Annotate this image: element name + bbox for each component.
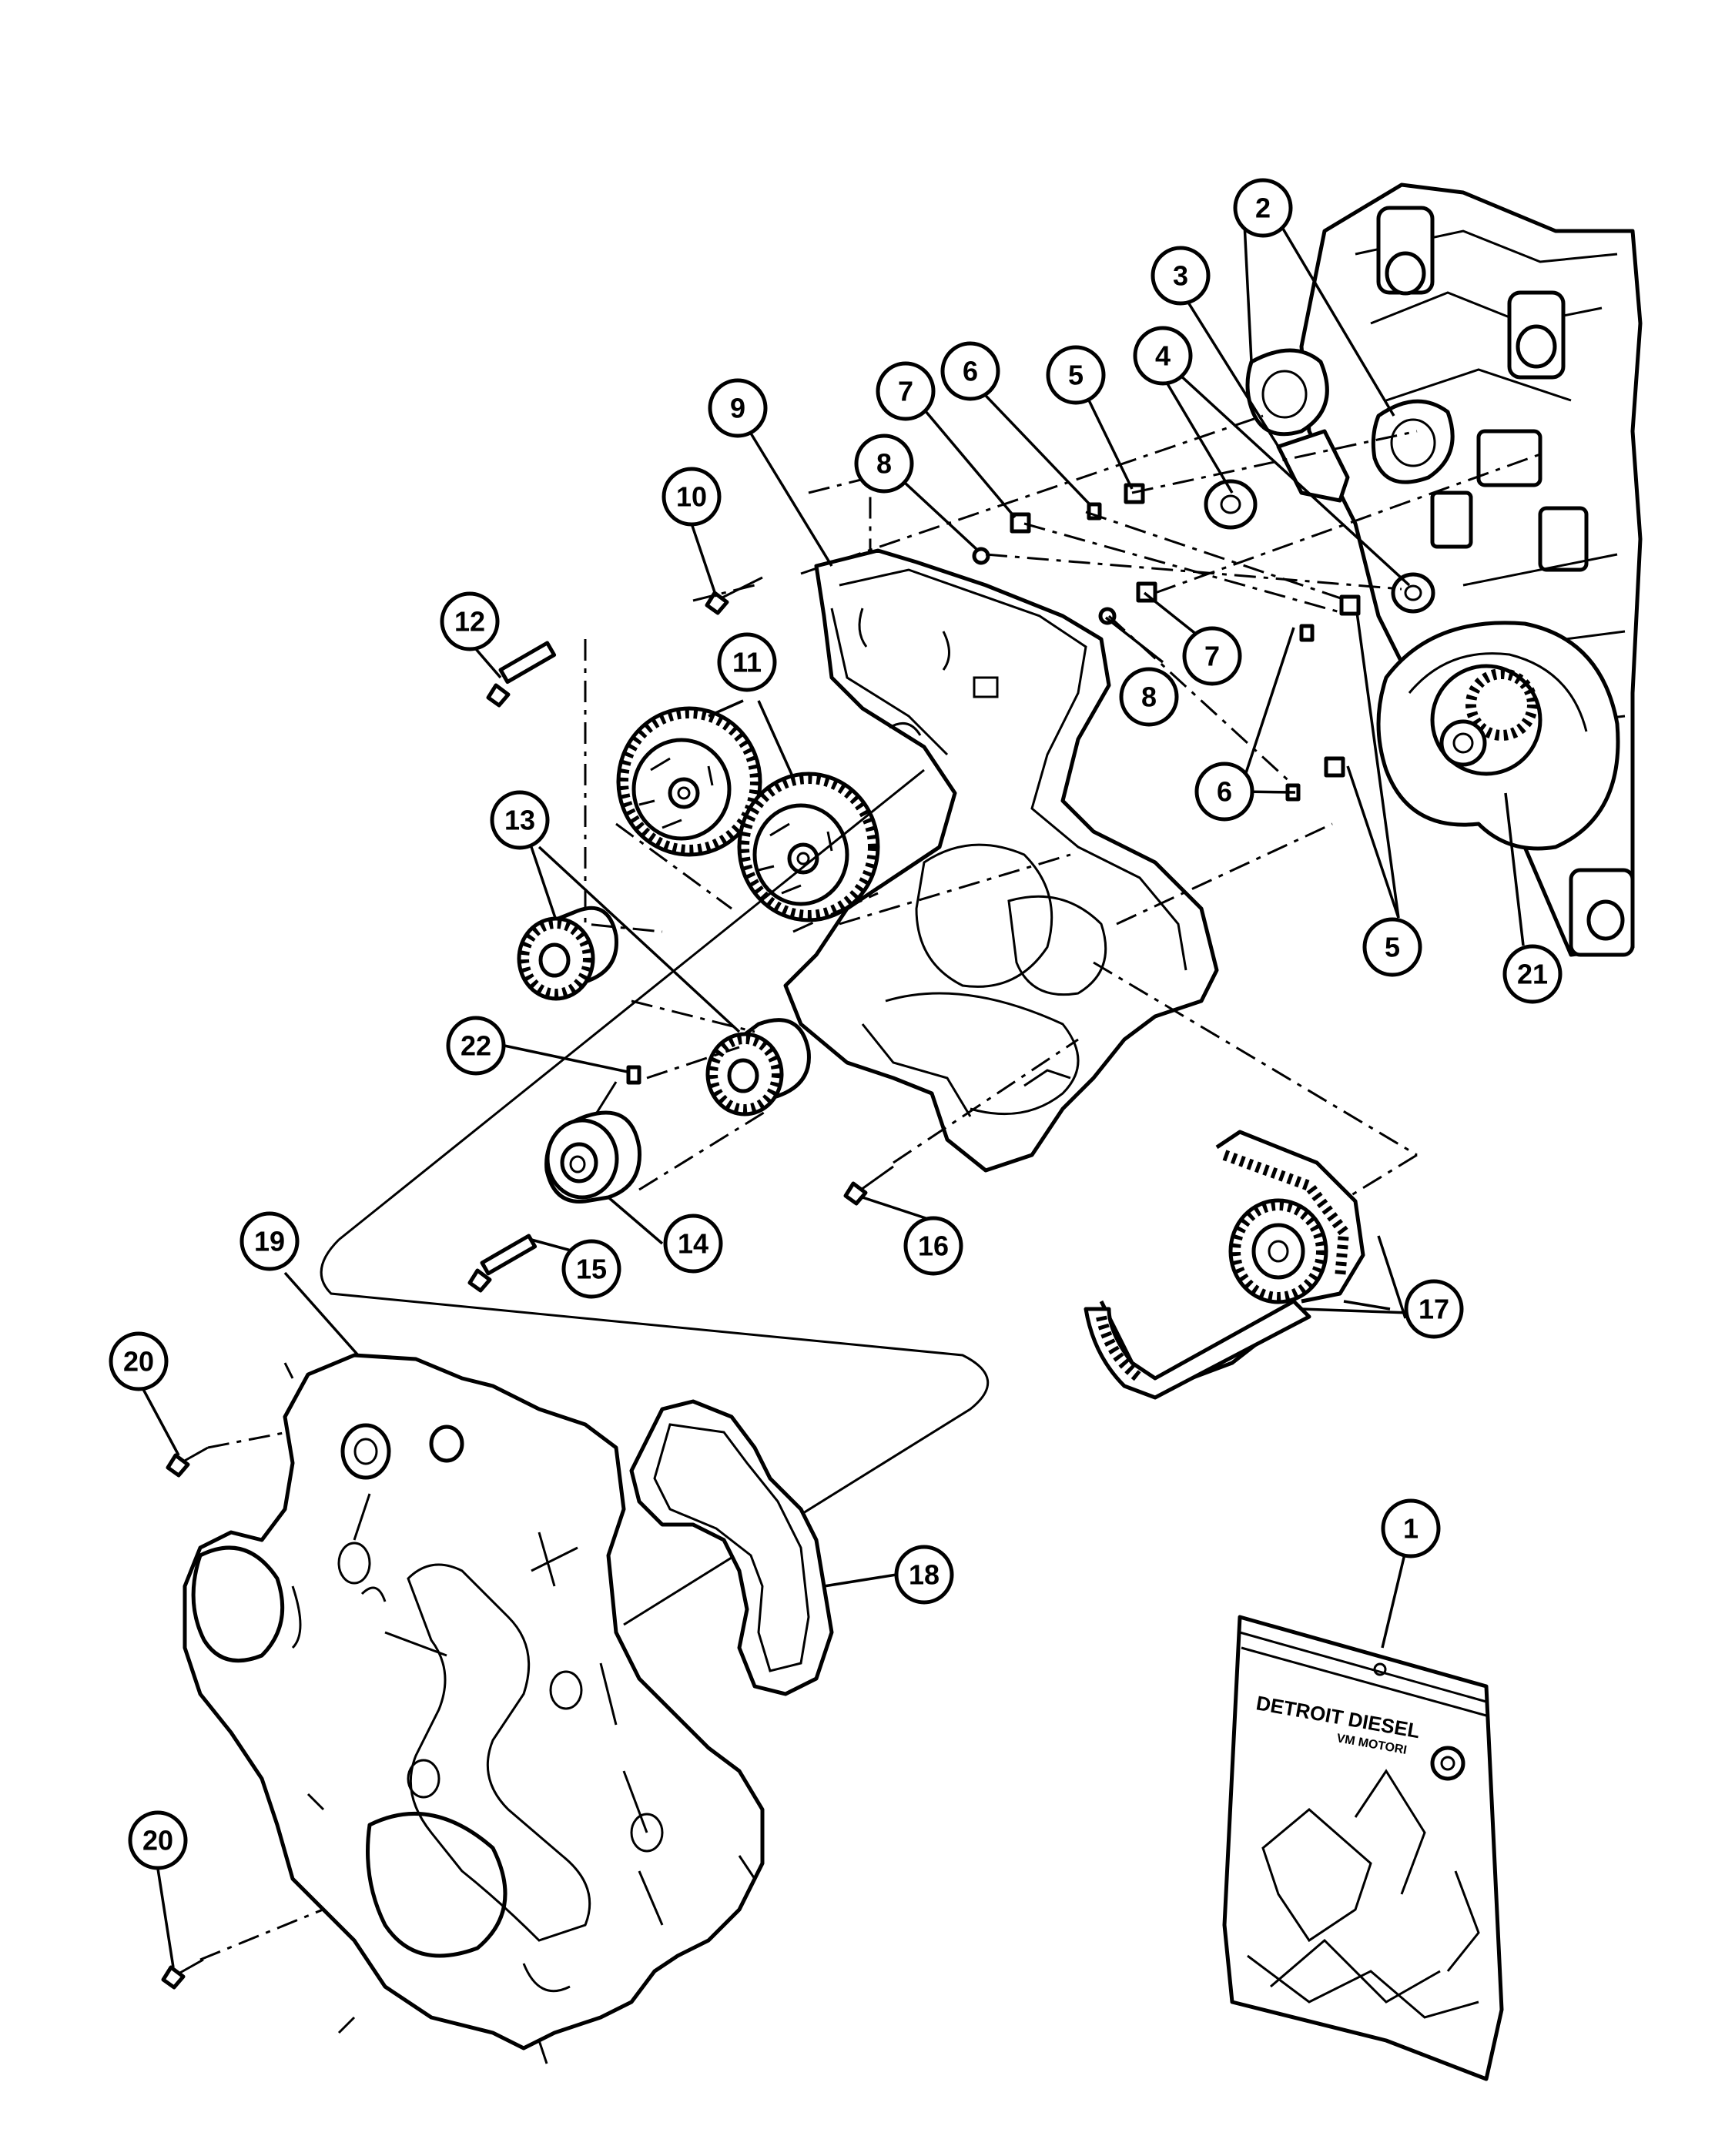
callout-18: 18 bbox=[894, 1545, 954, 1605]
callout-21: 21 bbox=[1502, 944, 1563, 1004]
callout-3: 3 bbox=[1151, 246, 1211, 306]
part-11-camshaft-sprockets bbox=[616, 706, 880, 922]
callout-19: 19 bbox=[239, 1211, 300, 1271]
callout-13: 13 bbox=[490, 790, 550, 850]
svg-text:6: 6 bbox=[1217, 776, 1232, 808]
svg-text:8: 8 bbox=[876, 448, 892, 480]
callout-7a: 7 bbox=[876, 361, 936, 421]
callout-4: 4 bbox=[1133, 326, 1193, 386]
svg-text:6: 6 bbox=[963, 356, 978, 387]
svg-text:11: 11 bbox=[732, 647, 762, 678]
part-3-plate bbox=[1276, 429, 1350, 503]
svg-text:12: 12 bbox=[454, 606, 485, 638]
callout-22: 22 bbox=[446, 1016, 506, 1076]
callout-15: 15 bbox=[561, 1239, 621, 1299]
callout-14: 14 bbox=[663, 1214, 723, 1274]
svg-text:7: 7 bbox=[1204, 641, 1220, 672]
callout-2: 2 bbox=[1233, 178, 1293, 238]
part-19-outer-cover bbox=[183, 1353, 765, 2064]
callout-8b: 8 bbox=[1119, 667, 1179, 727]
part-9-inner-cover bbox=[783, 548, 1219, 1173]
callout-11: 11 bbox=[717, 632, 777, 692]
svg-text:15: 15 bbox=[576, 1254, 607, 1285]
callout-17: 17 bbox=[1404, 1279, 1464, 1339]
callout-5b: 5 bbox=[1362, 917, 1422, 977]
part-13-idler-pulleys bbox=[517, 906, 811, 1116]
belt-routing-outline bbox=[320, 768, 990, 1626]
svg-text:17: 17 bbox=[1419, 1294, 1449, 1325]
svg-text:10: 10 bbox=[676, 481, 707, 513]
leader-lines bbox=[137, 207, 1525, 1968]
svg-text:18: 18 bbox=[909, 1559, 940, 1591]
svg-text:5: 5 bbox=[1068, 360, 1084, 391]
svg-text:22: 22 bbox=[461, 1030, 491, 1062]
part-21-oil-pump bbox=[1376, 621, 1620, 851]
svg-text:16: 16 bbox=[918, 1230, 949, 1262]
part-18-gasket bbox=[629, 1399, 834, 1696]
svg-text:9: 9 bbox=[730, 393, 745, 424]
callout-6b: 6 bbox=[1194, 762, 1254, 822]
callout-6a: 6 bbox=[940, 341, 1000, 401]
part-1-gasket-kit-bag: DETROIT DIESEL VM MOTORI bbox=[1222, 1615, 1504, 2081]
small-fasteners bbox=[972, 483, 1361, 802]
svg-text:20: 20 bbox=[142, 1825, 173, 1856]
part-4-washers bbox=[1204, 479, 1435, 614]
callout-8a: 8 bbox=[854, 434, 914, 494]
callout-9: 9 bbox=[708, 378, 768, 438]
svg-text:2: 2 bbox=[1255, 192, 1271, 224]
callout-16: 16 bbox=[903, 1216, 963, 1276]
svg-text:19: 19 bbox=[254, 1226, 285, 1257]
callout-1: 1 bbox=[1381, 1498, 1441, 1558]
svg-text:13: 13 bbox=[504, 805, 535, 836]
callout-20b: 20 bbox=[128, 1810, 188, 1870]
svg-text:7: 7 bbox=[898, 376, 913, 407]
callout-10: 10 bbox=[662, 467, 722, 527]
svg-text:20: 20 bbox=[123, 1346, 154, 1378]
part-14-tensioner bbox=[544, 1081, 641, 1204]
bolts bbox=[161, 576, 894, 1990]
callout-5a: 5 bbox=[1046, 345, 1106, 405]
callout-12: 12 bbox=[440, 591, 500, 651]
engine-block bbox=[1299, 182, 1643, 957]
svg-text:4: 4 bbox=[1155, 340, 1171, 372]
svg-text:8: 8 bbox=[1141, 681, 1157, 713]
part-22-pin bbox=[626, 1065, 641, 1085]
svg-text:3: 3 bbox=[1173, 260, 1188, 292]
callout-7b: 7 bbox=[1182, 626, 1242, 686]
part-17-timing-belt bbox=[1084, 1130, 1365, 1400]
svg-text:5: 5 bbox=[1385, 932, 1400, 963]
callout-20a: 20 bbox=[109, 1331, 169, 1391]
svg-text:14: 14 bbox=[678, 1228, 708, 1260]
svg-text:21: 21 bbox=[1517, 959, 1548, 990]
svg-text:1: 1 bbox=[1403, 1513, 1419, 1545]
